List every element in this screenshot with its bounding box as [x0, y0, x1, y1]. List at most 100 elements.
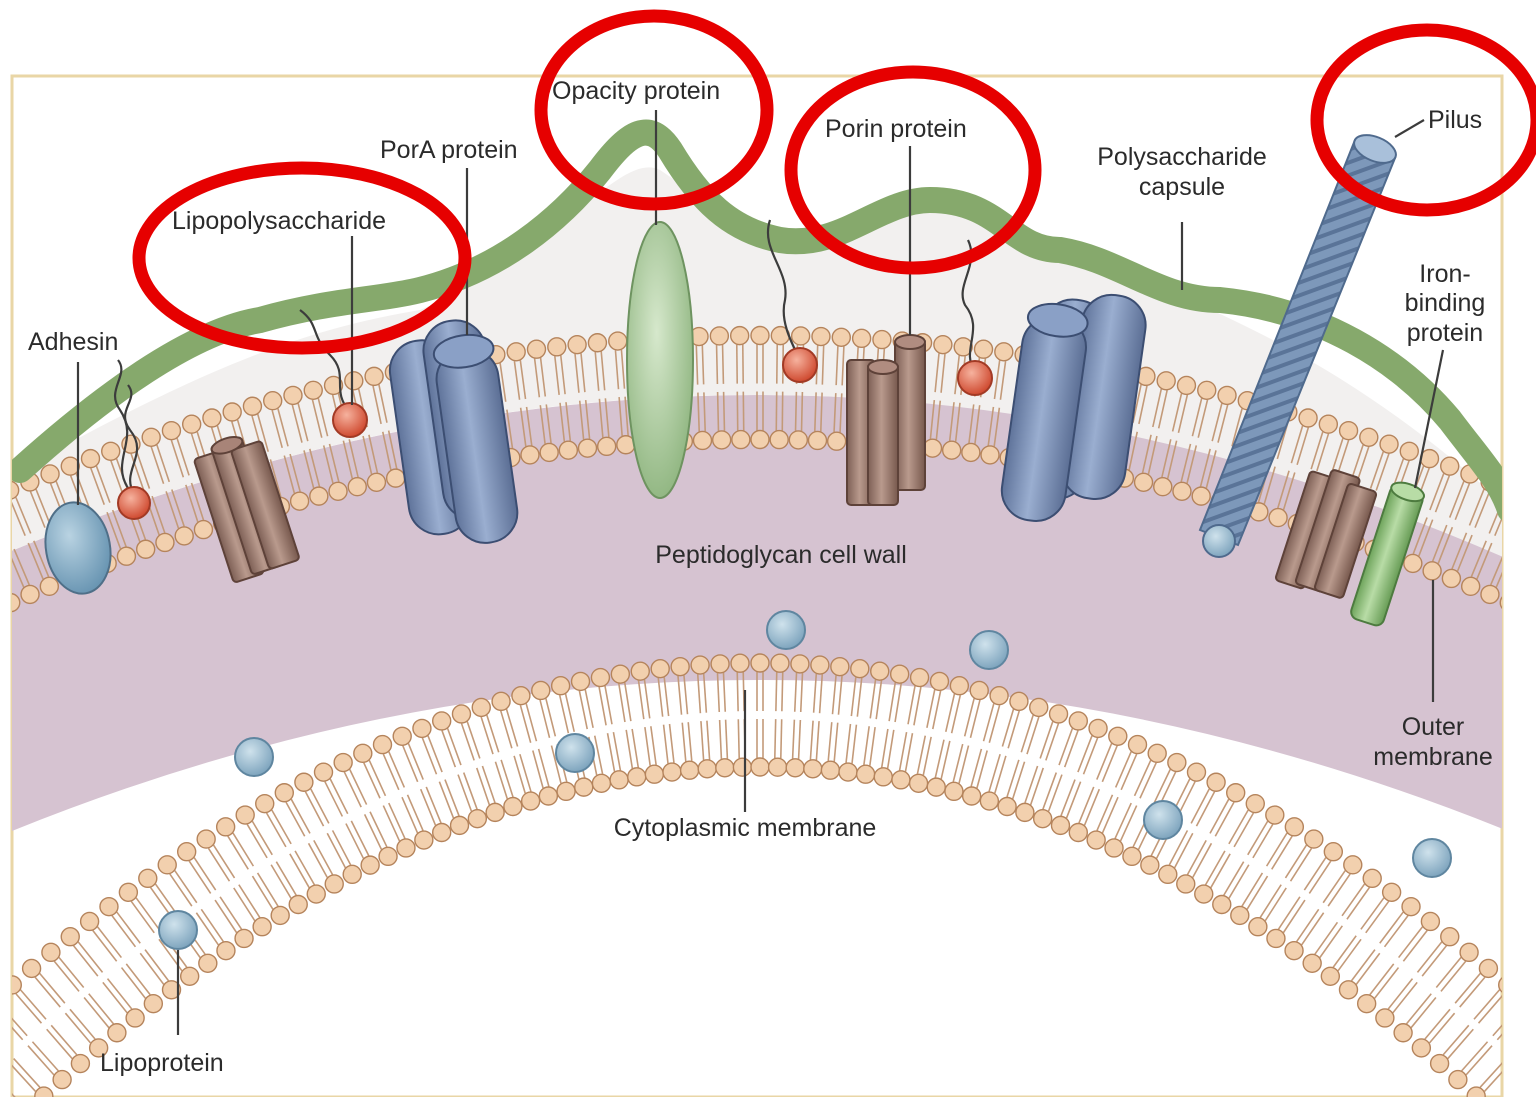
label-opacity-protein: Opacity protein	[552, 77, 720, 105]
lipid-head	[1339, 981, 1357, 999]
lipid-head	[217, 818, 235, 836]
label-lipopolysaccharide: Lipopolysaccharide	[172, 207, 386, 235]
lipid-head	[934, 336, 952, 354]
lipid-head	[1319, 415, 1337, 433]
lipid-head	[711, 655, 729, 673]
lipid-head	[108, 1024, 126, 1042]
lipid-head	[873, 331, 891, 349]
lipid-tail	[718, 392, 719, 431]
lipid-head	[998, 798, 1016, 816]
lipid-head	[1305, 830, 1323, 848]
lipid-head	[1269, 509, 1287, 527]
lipid-head	[579, 439, 597, 457]
lipid-head	[769, 758, 787, 776]
lipid-head	[1154, 478, 1172, 496]
lipid-head	[671, 658, 689, 676]
lipid-head	[1462, 577, 1480, 595]
lipid-head	[1412, 1039, 1430, 1057]
lipid-head	[1400, 442, 1418, 460]
lipid-head	[1340, 422, 1358, 440]
lipid-head	[223, 403, 241, 421]
lipid-head	[1501, 481, 1519, 499]
lipid-head	[329, 482, 347, 500]
lipid-head	[874, 768, 892, 786]
lipid-head	[1441, 457, 1459, 475]
lipid-head	[236, 806, 254, 824]
lipid-head	[1231, 906, 1249, 924]
lipid-head	[871, 662, 889, 680]
lipid-head	[156, 533, 174, 551]
lipid-head	[572, 672, 590, 690]
lipid-head	[1173, 482, 1191, 500]
lipid-head	[348, 478, 366, 496]
lipid-tail	[0, 508, 5, 544]
lipid-head	[468, 810, 486, 828]
lipid-tail	[723, 345, 724, 384]
lipid-head	[158, 856, 176, 874]
lipid-head	[1218, 386, 1236, 404]
lipid-head	[851, 660, 869, 678]
label-cytoplasmic-membrane: Cytoplasmic membrane	[614, 814, 877, 842]
lipid-head	[373, 736, 391, 754]
lipid-head	[1499, 976, 1517, 994]
lipid-head	[751, 431, 769, 449]
lipid-head	[811, 656, 829, 674]
lipid-tail	[0, 560, 4, 596]
lipid-head	[1016, 803, 1034, 821]
lipid-head	[1402, 898, 1420, 916]
lipid-head	[751, 758, 769, 776]
lipid-head	[243, 397, 261, 415]
lipid-head	[611, 665, 629, 683]
lipid-head	[504, 798, 522, 816]
lipid-head	[539, 787, 557, 805]
lipid-head	[1449, 1071, 1467, 1089]
lipid-tail	[796, 392, 797, 431]
lipid-head	[275, 784, 293, 802]
lipid-head	[256, 795, 274, 813]
lipid-head	[821, 761, 839, 779]
lipid-head	[857, 765, 875, 783]
lipid-head	[923, 439, 941, 457]
lipid-head	[1299, 409, 1317, 427]
lipid-head	[1050, 705, 1068, 723]
lipid-head	[588, 334, 606, 352]
lipid-head	[71, 1055, 89, 1073]
lipid-head	[1376, 1009, 1394, 1027]
lipid-head	[710, 327, 728, 345]
lipid-head	[663, 763, 681, 781]
lipid-head	[486, 803, 504, 821]
lipid-head	[786, 759, 804, 777]
label-polysaccharide-capsule-2: capsule	[1139, 173, 1225, 201]
lipid-head	[557, 782, 575, 800]
lipid-head	[995, 343, 1013, 361]
lipid-head	[1404, 554, 1422, 572]
lipid-tail	[781, 719, 782, 758]
lipid-head	[175, 527, 193, 545]
lipid-head	[178, 843, 196, 861]
lipid-head	[771, 654, 789, 672]
lipid-head	[1213, 895, 1231, 913]
lipid-head	[284, 386, 302, 404]
lipid-head	[472, 698, 490, 716]
lipid-head	[1267, 929, 1285, 947]
lipid-head	[1089, 719, 1107, 737]
lipid-head	[1148, 744, 1166, 762]
lipid-head	[681, 761, 699, 779]
lipid-head	[527, 340, 545, 358]
lipid-head	[839, 763, 857, 781]
lipid-head	[911, 669, 929, 687]
lipid-head	[271, 906, 289, 924]
lipid-head	[102, 442, 120, 460]
lipid-head	[751, 654, 769, 672]
label-outer-membrane-2: membrane	[1373, 743, 1493, 771]
lipid-head	[1394, 1024, 1412, 1042]
lipid-head	[1303, 954, 1321, 972]
lipid-head	[1207, 773, 1225, 791]
lipid-head	[716, 759, 734, 777]
lipid-head	[831, 658, 849, 676]
lipid-head	[397, 839, 415, 857]
lipid-head	[1249, 918, 1267, 936]
label-iron-binding-3: protein	[1407, 319, 1483, 347]
lipid-head	[235, 929, 253, 947]
lipid-head	[1157, 372, 1175, 390]
